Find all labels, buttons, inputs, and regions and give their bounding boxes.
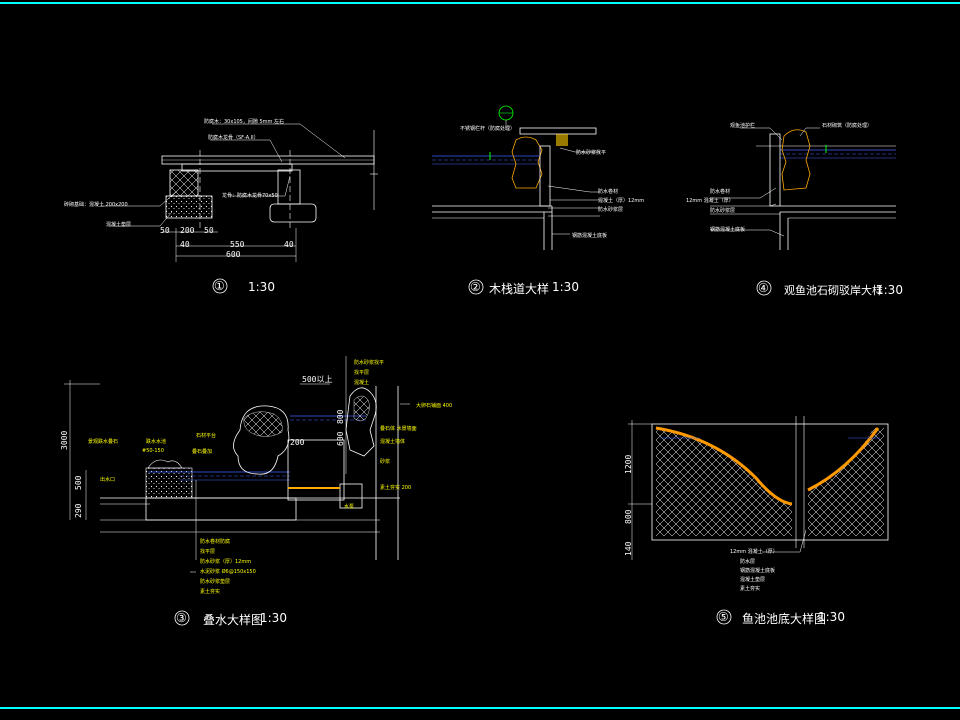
detail-3-title: 叠水大样图 — [203, 613, 264, 627]
detail-1-dim: 50 — [204, 226, 214, 235]
detail-5-note: 12mm 混凝土（厚） — [730, 549, 778, 555]
detail-5-dim: 1200 — [624, 454, 633, 474]
detail-4-title: 观鱼池石砌驳岸大样 — [784, 284, 883, 297]
detail-3-note: 防水卷材防腐 — [200, 539, 231, 545]
detail-3-note: 找平层 — [200, 549, 216, 555]
detail-1-note: 混凝土垫层 — [106, 222, 132, 228]
detail-1-number: ① — [214, 279, 225, 293]
detail-5-note: 钢筋混凝土底板 — [740, 568, 776, 574]
detail-5-note: 混凝土垫层 — [740, 577, 766, 583]
detail-4-number: ④ — [758, 281, 769, 295]
detail-3-number: ③ — [176, 611, 187, 625]
detail-5-note: 防水层 — [740, 559, 756, 565]
detail-3-dim: 500 — [74, 475, 83, 490]
detail-3-drawing — [64, 356, 410, 626]
detail-5-title: 鱼池池底大样图 — [742, 612, 827, 626]
detail-2-drawing — [432, 105, 600, 295]
detail-3-dim: 200 — [290, 438, 305, 447]
detail-1-note: 砖砌基础：混凝土 200x200 — [64, 202, 128, 208]
detail-3-note: #50-150 — [142, 448, 164, 454]
detail-3-note: 水泵 — [344, 504, 355, 510]
detail-4-note: 防水卷材 — [710, 189, 731, 195]
detail-4-note: 12mm 混凝土（厚） — [686, 198, 734, 204]
detail-5-note: 素土夯实 — [740, 586, 761, 592]
detail-1-dim: 40 — [180, 240, 190, 249]
detail-5-drawing — [628, 416, 889, 625]
detail-3-note: 素土夯实 200 — [380, 485, 412, 491]
detail-4-note: 观鱼池护栏 — [730, 123, 756, 129]
detail-4-note: 石材砌筑（防腐处理） — [822, 123, 873, 129]
detail-1-dim: 40 — [284, 240, 294, 249]
detail-1-note: 防腐木龙骨（SF-A.II） — [208, 135, 259, 141]
detail-5-dim: 140 — [624, 541, 633, 556]
detail-4-note: 钢筋混凝土底板 — [710, 227, 746, 233]
detail-3-note: 素土夯实 — [200, 589, 221, 595]
detail-3-scale: 1:30 — [260, 611, 287, 625]
detail-2-note: 防水砂浆层 — [598, 207, 624, 213]
detail-3-note: 混凝土墙体 — [380, 439, 406, 445]
detail-2-scale: 1:30 — [552, 280, 579, 294]
detail-3-note: 砂浆 — [380, 459, 391, 465]
detail-2-note: 不锈钢栏杆（防腐处理） — [460, 126, 516, 132]
detail-1-dim: 600 — [226, 250, 241, 259]
detail-3-note: 景观跌水叠石 — [88, 439, 119, 445]
detail-5-number: ⑤ — [718, 610, 729, 624]
detail-3-note: 出水口 — [100, 477, 116, 483]
detail-5-scale: 1:30 — [818, 610, 845, 624]
detail-2-number: ② — [470, 280, 481, 294]
detail-4-scale: 1:30 — [876, 283, 903, 297]
detail-1-scale: 1:30 — [248, 280, 275, 294]
detail-3-dim: 800 — [336, 409, 345, 424]
detail-2-title: 木栈道大样 — [489, 282, 550, 296]
detail-3-note: 防水砂浆找平 — [354, 360, 385, 366]
detail-3-dim: 600 — [336, 431, 345, 446]
detail-3-note: 叠石叠加 — [192, 449, 213, 455]
detail-3-note: 叠石体 水景墙面 — [380, 426, 417, 432]
detail-3-dim: 500以上 — [302, 375, 333, 384]
detail-1-drawing — [100, 123, 378, 294]
detail-1-note: 防腐木：30x105，间隙 5mm 左右 — [204, 119, 284, 125]
detail-5-dim: 800 — [624, 509, 633, 524]
detail-3-note: 防水砂浆（厚）12mm — [200, 559, 252, 565]
detail-3-note: 混凝土 — [354, 380, 370, 386]
detail-3-note: 水泥砂浆 Ø6@150x150 — [200, 569, 256, 575]
detail-3-note: 防水砂浆垫层 — [200, 579, 231, 585]
detail-2-note: 钢筋混凝土底板 — [572, 233, 608, 239]
detail-1-note: 龙骨：防腐木龙骨70x50 — [222, 193, 278, 199]
detail-2-note: 防水砂浆找平 — [576, 150, 607, 156]
detail-1-dim: 200 — [180, 226, 195, 235]
detail-2-note: 混凝土（厚）12mm — [598, 198, 645, 204]
detail-1-dim: 50 — [160, 226, 170, 235]
detail-3-note: 石材平台 — [196, 433, 217, 439]
detail-4-drawing — [710, 127, 896, 296]
detail-1-dim: 550 — [230, 240, 245, 249]
detail-3-dim: 3000 — [60, 430, 69, 450]
detail-3-note: 找平层 — [354, 370, 370, 376]
detail-3-note: 跌水水池 — [146, 439, 167, 445]
detail-2-note: 防水卷材 — [598, 189, 619, 195]
detail-4-note: 防水砂浆层 — [710, 208, 736, 214]
detail-3-dim: 290 — [74, 503, 83, 518]
detail-3-note: 大卵石铺面 400 — [416, 403, 453, 409]
